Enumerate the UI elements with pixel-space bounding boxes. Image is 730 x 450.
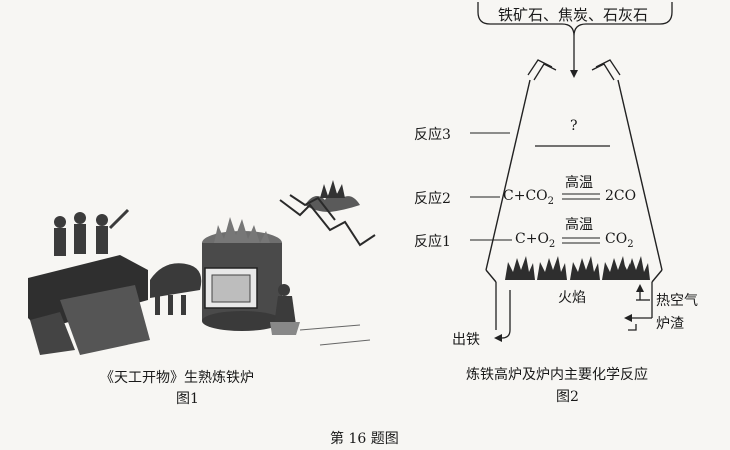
- reaction2-left: C+CO2: [503, 188, 555, 207]
- flame-label: 火焰: [558, 290, 586, 306]
- fig1-caption: 《天工开物》生熟炼铁炉: [100, 370, 254, 386]
- reaction3-unknown: ?: [570, 118, 578, 134]
- hot-air-label: 热空气: [656, 293, 698, 309]
- furnace-smoke: [305, 180, 360, 212]
- hot-air-arrow: [636, 284, 644, 292]
- reaction2-right: 2CO: [605, 188, 637, 204]
- fig2-top-input: 铁矿石、焦炭、石灰石: [498, 6, 649, 24]
- reaction2-label: 反应2: [414, 191, 451, 207]
- reaction1-label: 反应1: [414, 234, 451, 250]
- reaction3-label: 反应3: [414, 127, 451, 143]
- worker-right: [270, 284, 300, 335]
- iron-outlet: [495, 282, 511, 339]
- fig2-label: 图2: [556, 389, 579, 405]
- figure-footer: 第 16 题图: [330, 431, 399, 447]
- fig2-caption: 炼铁高炉及炉内主要化学反应: [466, 367, 648, 383]
- box-furnace: [204, 267, 258, 309]
- reaction1-left: C+O2: [515, 231, 556, 250]
- iron-out-label: 出铁: [452, 332, 480, 348]
- feed-arrow: [570, 70, 578, 78]
- slag-label: 炉渣: [656, 316, 684, 332]
- reaction2-condition: 高温: [565, 175, 593, 191]
- reaction1-condition: 高温: [565, 217, 593, 233]
- slag-outlet: [628, 300, 653, 331]
- workers-group: [54, 208, 130, 256]
- flames: [505, 256, 650, 280]
- casting-platform: [28, 255, 150, 355]
- ground-lines: [299, 324, 371, 346]
- reaction1-right: CO2: [605, 231, 634, 250]
- bellows: [150, 263, 202, 315]
- round-furnace: [202, 217, 282, 331]
- gas-outlets: [527, 59, 621, 81]
- iron-out-arrow: [494, 334, 502, 342]
- fig1-label: 图1: [176, 391, 199, 407]
- furnace-wall: [485, 79, 663, 283]
- rock-outline: [279, 194, 376, 247]
- slag-arrow: [624, 314, 632, 322]
